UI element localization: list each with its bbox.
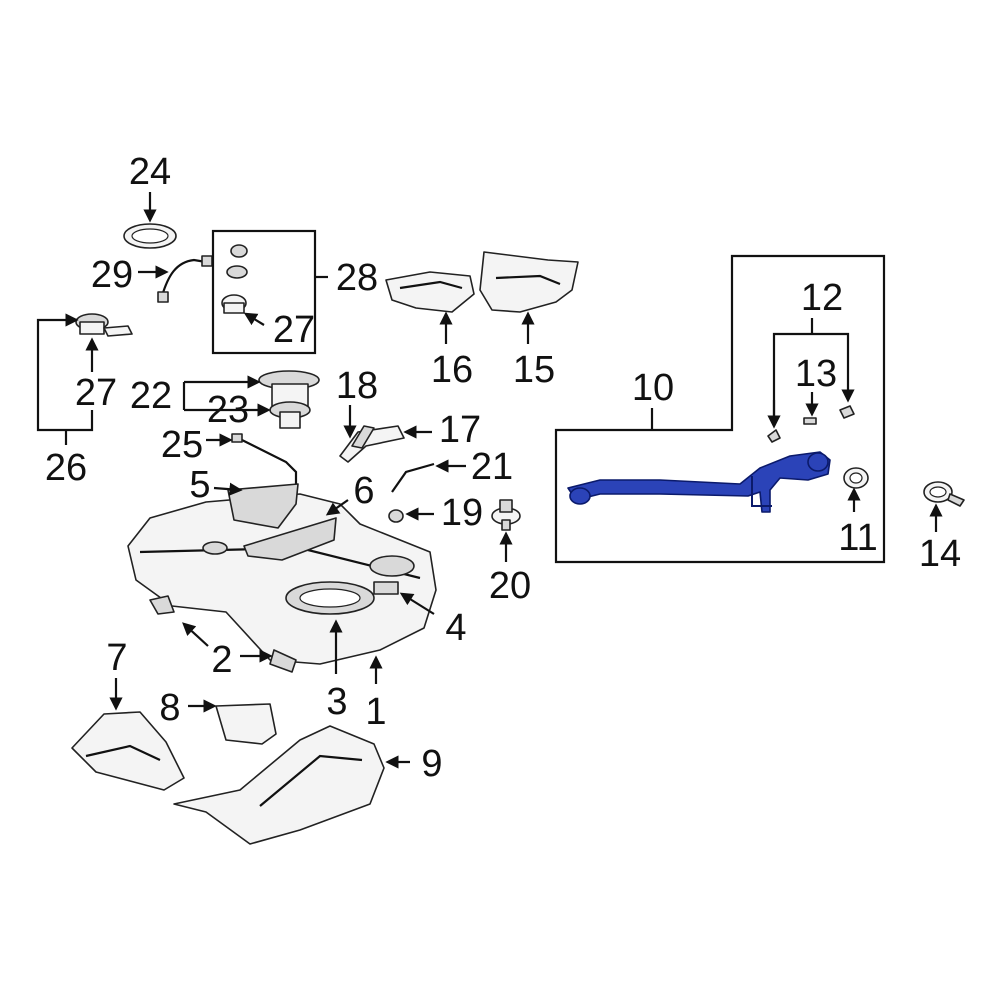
callout-24[interactable]: 24 <box>129 151 171 193</box>
part-16-heat-shield[interactable] <box>385 271 475 313</box>
part-20-check-valve[interactable] <box>491 499 521 531</box>
leader-27-box <box>243 312 265 326</box>
callout-29[interactable]: 29 <box>91 254 133 296</box>
callout-16[interactable]: 16 <box>431 349 473 391</box>
callout-7[interactable]: 7 <box>106 637 127 679</box>
callout-18[interactable]: 18 <box>336 365 378 407</box>
part-6-pad[interactable] <box>243 517 337 561</box>
part-24-ring-seal[interactable] <box>123 223 177 249</box>
part-25-breather-tube[interactable] <box>231 433 298 488</box>
callout-9[interactable]: 9 <box>421 743 442 785</box>
callout-21[interactable]: 21 <box>471 446 513 488</box>
callout-28[interactable]: 28 <box>336 257 378 299</box>
part-1-fuel-tank[interactable] <box>127 493 437 665</box>
part-22-23-fuel-pump-module[interactable] <box>258 370 320 429</box>
callout-8[interactable]: 8 <box>159 687 180 729</box>
callout-11[interactable]: 11 <box>838 517 877 559</box>
callout-14[interactable]: 14 <box>919 533 961 575</box>
bracket-26 <box>36 313 94 432</box>
callout-10[interactable]: 10 <box>632 367 674 409</box>
callout-19[interactable]: 19 <box>441 492 483 534</box>
callout-6[interactable]: 6 <box>353 470 374 512</box>
callout-27-left[interactable]: 27 <box>75 372 117 414</box>
part-10-assembly-box <box>554 254 886 564</box>
callout-27-box[interactable]: 27 <box>273 309 315 351</box>
leader-2a <box>182 622 209 647</box>
callout-3[interactable]: 3 <box>326 681 347 723</box>
callout-4[interactable]: 4 <box>445 607 466 649</box>
callout-1[interactable]: 1 <box>365 691 386 733</box>
part-7-heat-shield[interactable] <box>71 711 185 791</box>
part-2-bracket[interactable] <box>149 595 297 673</box>
part-19-clip[interactable] <box>388 509 404 523</box>
callout-15[interactable]: 15 <box>513 349 555 391</box>
callout-26[interactable]: 26 <box>45 447 87 489</box>
part-21-hose[interactable] <box>391 462 435 493</box>
part-28-kit-box <box>211 229 317 355</box>
leader-6 <box>325 499 349 516</box>
part-29-wiring-harness[interactable] <box>157 255 213 303</box>
leader-4 <box>399 592 435 615</box>
part-10-filler-pipe[interactable] <box>567 451 831 513</box>
callout-22[interactable]: 22 <box>130 375 172 417</box>
part-8-heat-shield[interactable] <box>215 703 277 745</box>
callout-13[interactable]: 13 <box>795 353 837 395</box>
part-11-gasket[interactable] <box>843 467 869 489</box>
part-5-pad[interactable] <box>227 483 299 529</box>
part-14-hose-clamp[interactable] <box>923 481 965 507</box>
part-9-under-cover[interactable] <box>173 725 385 845</box>
part-4-pad[interactable] <box>373 581 399 595</box>
callout-25[interactable]: 25 <box>161 424 203 466</box>
part-27-fuel-level-sender[interactable] <box>75 313 133 337</box>
leader-5 <box>213 482 243 496</box>
callout-5[interactable]: 5 <box>189 464 210 506</box>
callout-12[interactable]: 12 <box>801 277 843 319</box>
callout-23[interactable]: 23 <box>207 389 249 431</box>
part-15-heat-shield[interactable] <box>479 251 579 313</box>
part-28-gasket-kit[interactable] <box>221 244 248 314</box>
part-12-clips[interactable] <box>767 405 855 443</box>
part-13-screw[interactable] <box>803 417 817 425</box>
callout-17[interactable]: 17 <box>439 409 481 451</box>
callout-2[interactable]: 2 <box>211 639 232 681</box>
callout-20[interactable]: 20 <box>489 565 531 607</box>
